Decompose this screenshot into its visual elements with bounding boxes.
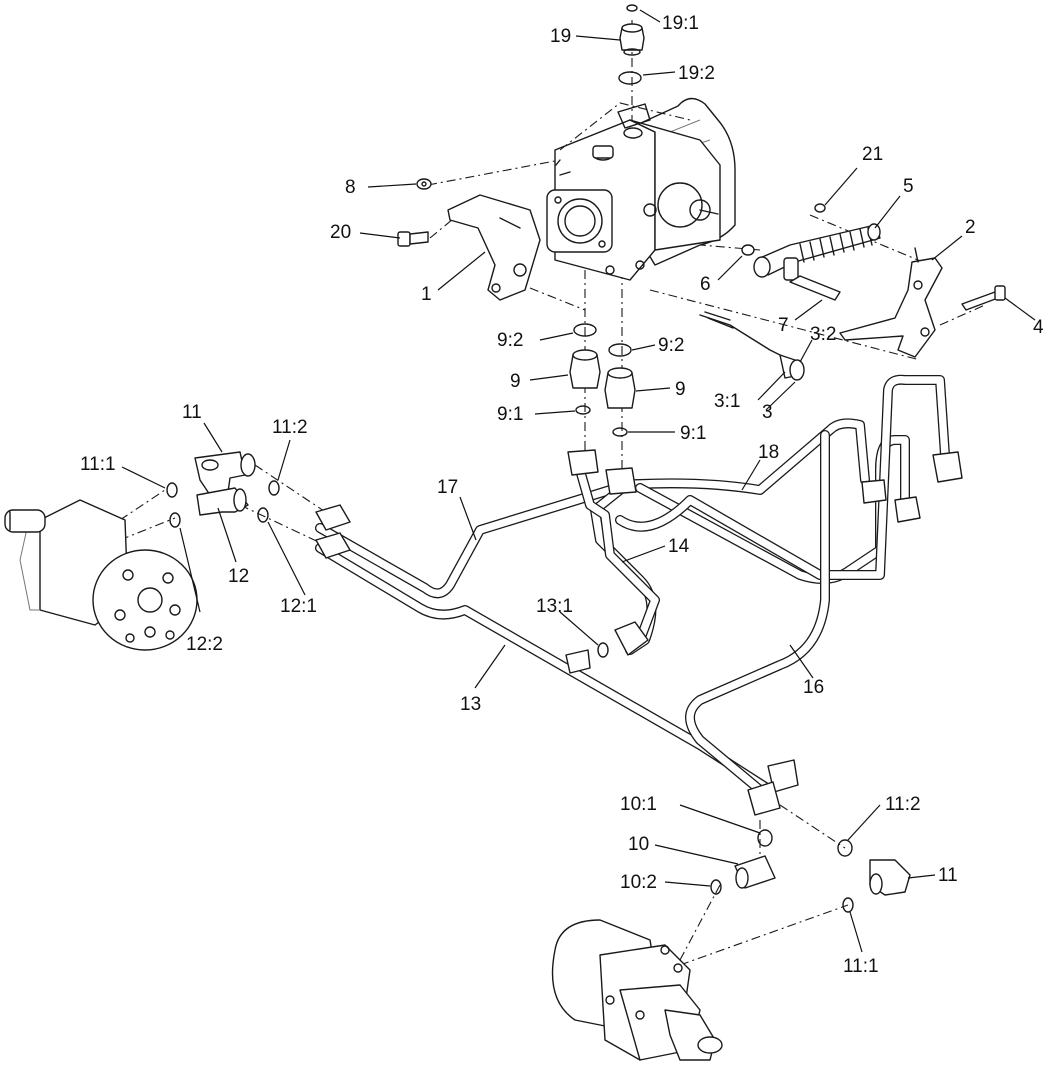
callout-2: 2 <box>965 217 976 238</box>
spring-5 <box>753 223 881 281</box>
callout-5: 5 <box>903 176 914 197</box>
callout-9-2-right: 9:2 <box>658 335 684 356</box>
callout-4: 4 <box>1033 317 1044 338</box>
callout-11-1-bottom: 11:1 <box>843 956 879 977</box>
callout-1: 1 <box>421 284 432 305</box>
hydraulic-tubes <box>315 374 963 816</box>
callout-18: 18 <box>758 442 779 463</box>
callout-20: 20 <box>330 222 351 243</box>
assembly-lines <box>119 20 986 966</box>
callout-19-1: 19:1 <box>662 13 699 34</box>
callout-9-right: 9 <box>675 379 686 400</box>
callout-3-2: 3:2 <box>810 324 836 345</box>
callout-8: 8 <box>345 177 356 198</box>
washer-21 <box>814 203 826 213</box>
callout-12-2: 12:2 <box>186 634 223 655</box>
fitting-19 <box>618 4 645 85</box>
callout-10-2: 10:2 <box>620 872 657 893</box>
callout-9-1-right: 9:1 <box>680 423 706 444</box>
callout-11-2-bottom: 11:2 <box>885 794 921 815</box>
callout-11-1-left: 11:1 <box>80 454 116 475</box>
nut-6 <box>741 244 755 256</box>
callout-12-1: 12:1 <box>280 596 317 617</box>
fitting-11-left <box>166 451 280 498</box>
callout-9-left: 9 <box>510 371 521 392</box>
wheel-motor-left <box>4 499 198 651</box>
callout-19-2: 19:2 <box>678 63 715 84</box>
fitting-9-right <box>604 343 636 437</box>
callout-10: 10 <box>628 834 649 855</box>
fitting-12 <box>169 487 269 528</box>
callout-13: 13 <box>460 694 481 715</box>
callout-13-1: 13:1 <box>536 596 573 617</box>
callout-11-left: 11 <box>182 402 202 423</box>
callout-11-2-left: 11:2 <box>272 417 308 438</box>
fitting-11-bottom <box>837 839 911 913</box>
callout-9-1-left: 9:1 <box>497 404 523 425</box>
callout-16: 16 <box>803 677 824 698</box>
callout-6: 6 <box>700 274 711 295</box>
callout-12: 12 <box>228 566 249 587</box>
callout-9-2-left: 9:2 <box>497 330 523 351</box>
callout-3: 3 <box>762 402 773 423</box>
lever-2 <box>839 247 943 358</box>
callout-7: 7 <box>778 315 789 336</box>
bolt-4 <box>961 285 1006 311</box>
hydraulic-pump <box>546 97 736 281</box>
callout-11-bottom: 11 <box>938 865 958 886</box>
bolt-7 <box>789 275 841 301</box>
callout-10-1: 10:1 <box>620 794 657 815</box>
callout-17: 17 <box>437 477 458 498</box>
nut-8 <box>416 178 432 190</box>
leader-lines <box>121 9 1036 953</box>
callout-3-1: 3:1 <box>714 391 740 412</box>
fitting-10 <box>710 829 776 895</box>
fitting-9-left <box>569 323 601 415</box>
callout-labels: 19 19:1 19:2 21 5 2 8 20 1 6 7 4 9:2 9:2… <box>80 13 1044 977</box>
wheel-motor-bottom <box>551 919 723 1061</box>
callout-19: 19 <box>550 26 571 47</box>
bolt-20 <box>397 231 429 247</box>
callout-14: 14 <box>668 536 690 557</box>
bracket-1 <box>447 194 541 301</box>
callout-21: 21 <box>862 144 883 165</box>
